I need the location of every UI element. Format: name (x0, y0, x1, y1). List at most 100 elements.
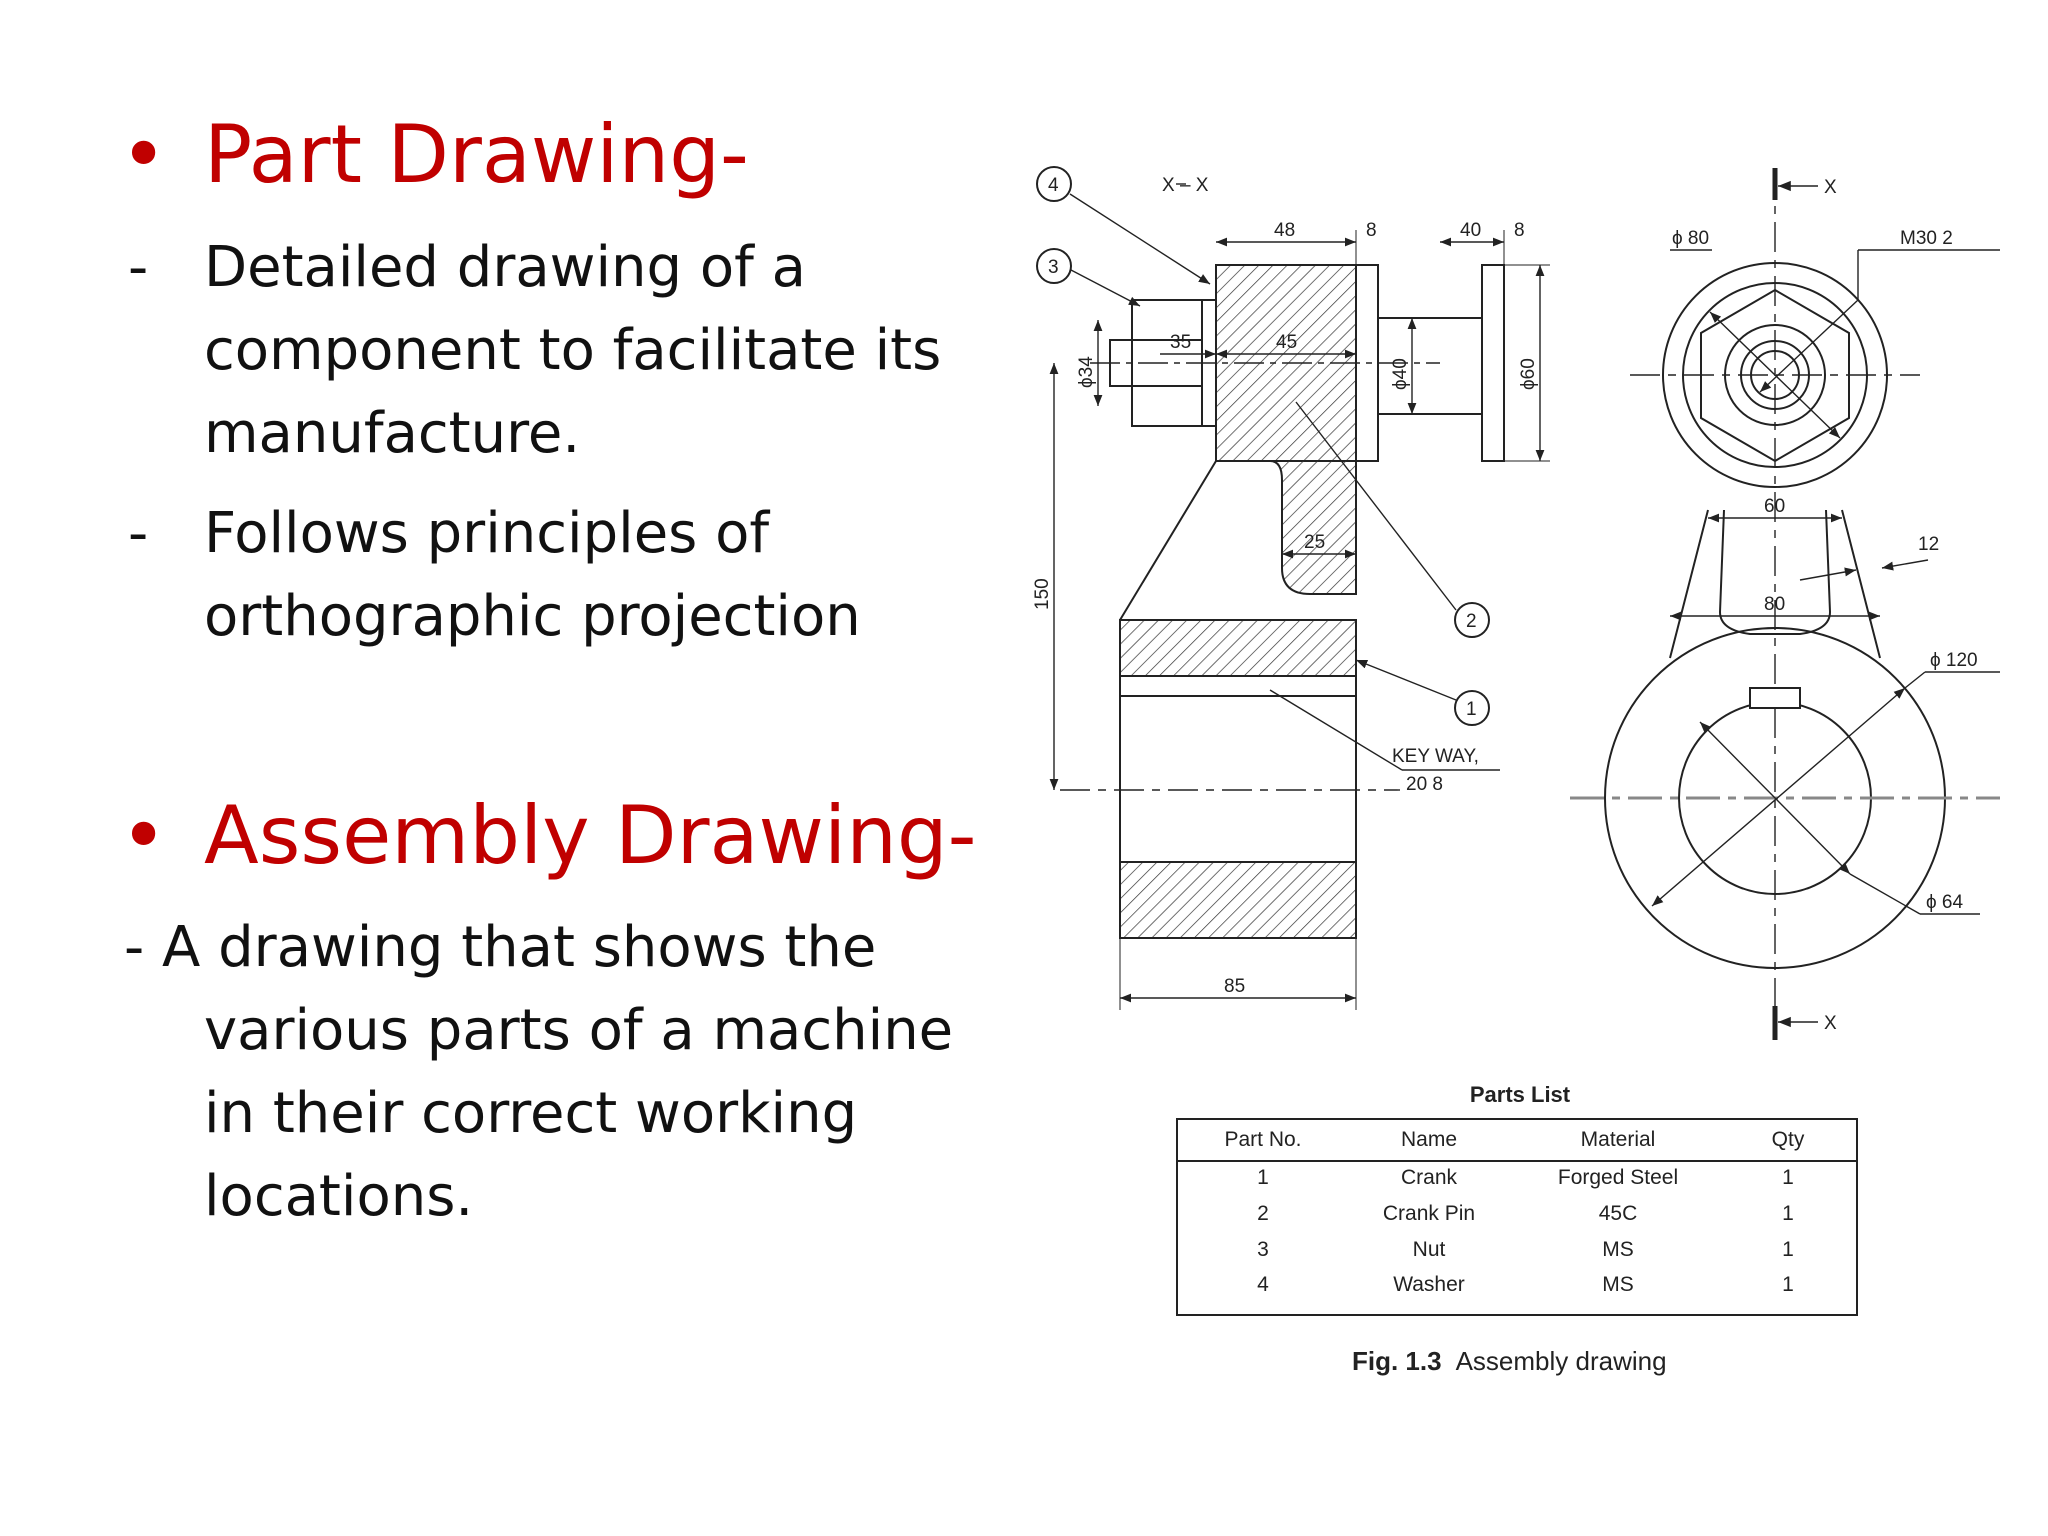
dim-line-phi120 (1651, 687, 1906, 907)
bullet-dot: • (120, 789, 168, 882)
assembly-paragraph: - A drawing that shows the various parts… (124, 906, 953, 1238)
callout-2-leader (1295, 401, 1457, 611)
assembly-line-1: - A drawing that shows the (124, 915, 877, 980)
part-drawing-heading: •Part Drawing- (120, 115, 749, 195)
row-3-material: MS (1602, 1238, 1634, 1261)
row-1-part-no: 1 (1257, 1166, 1269, 1189)
dim-line-phi80 (1709, 311, 1841, 439)
dim-12: 12 (1918, 534, 1939, 555)
dim-150: 150 (1032, 578, 1053, 610)
dim-phi80: ϕ 80 (1672, 228, 1709, 249)
row-2-qty: 1 (1782, 1202, 1794, 1225)
callout-4-circle (1036, 166, 1072, 202)
callout-4-leader (1069, 193, 1211, 285)
assembly-drawing-figure: X – X 4 3 2 1 48 8 40 8 35 45 ϕ34 ϕ40 ϕ6… (1032, 166, 2000, 1040)
row-3-name: Nut (1412, 1238, 1446, 1261)
part-bullet-2-line-1: Follows principles of (204, 501, 770, 566)
dim-60: 60 (1764, 496, 1785, 517)
row-2-material: 45C (1598, 1202, 1638, 1225)
row-4-material: MS (1602, 1273, 1634, 1296)
callout-2-text: 2 (1466, 611, 1477, 632)
dim-40: 40 (1460, 220, 1481, 241)
row-2-name: Crank Pin (1382, 1202, 1476, 1225)
figure-caption: Fig. 1.3 Assembly drawing (1352, 1346, 1667, 1377)
keyway-side (1749, 687, 1801, 709)
arm-outer (1669, 509, 1881, 659)
row-4-name: Washer (1393, 1273, 1465, 1296)
part-bullet-2-line-2: orthographic projection (204, 584, 861, 649)
part-bullet-1-line-2: component to facilitate its (204, 318, 942, 383)
dim-line-m30 (1759, 299, 1859, 393)
bullet-dash: - (128, 501, 149, 566)
pin-collar-end (1481, 264, 1505, 462)
assembly-drawing-heading: •Assembly Drawing- (120, 796, 977, 876)
dim-phi60: ϕ60 (1518, 358, 1539, 390)
part-bullet-1-line-3: manufacture. (204, 401, 581, 466)
callout-4-text: 4 (1048, 175, 1059, 196)
assembly-drawing-title: Assembly Drawing- (204, 789, 977, 882)
bullet-dot: • (120, 108, 168, 201)
header-qty: Qty (1771, 1128, 1805, 1151)
phi120-leader (1904, 671, 1926, 689)
dim-m30: M30 2 (1900, 228, 1953, 249)
assembly-line-4: locations. (204, 1164, 474, 1229)
dim-35: 35 (1170, 332, 1191, 353)
dim-45: 45 (1276, 332, 1297, 353)
keyway-slot (1119, 675, 1357, 697)
dim-8b: 8 (1514, 220, 1525, 241)
part-bullet-1: - Detailed drawing of a component to fac… (128, 226, 942, 475)
callout-3-circle (1036, 248, 1072, 284)
crank-web-outline (1119, 460, 1217, 621)
dim-85: 85 (1224, 976, 1245, 997)
callout-3-leader (1070, 269, 1141, 307)
figure-caption-text: Assembly drawing (1455, 1346, 1667, 1376)
dim-25: 25 (1304, 532, 1325, 553)
row-3-part-no: 3 (1257, 1238, 1269, 1261)
part-bullet-2: - Follows principles of orthographic pro… (128, 492, 861, 658)
callout-2-circle (1454, 602, 1490, 638)
callout-1-text: 1 (1466, 699, 1477, 720)
row-4-part-no: 4 (1257, 1273, 1269, 1296)
hub-lower-section (1119, 861, 1357, 939)
figure-number: Fig. 1.3 (1352, 1346, 1442, 1376)
dim-phi40: ϕ40 (1390, 358, 1411, 390)
x-marker-top: X (1824, 177, 1837, 198)
nut-hexagon (1700, 288, 1850, 463)
part-bullet-1-line-1: Detailed drawing of a (204, 235, 806, 300)
x-marker-bottom: X (1824, 1013, 1837, 1034)
header-material: Material (1580, 1128, 1656, 1151)
section-label: X – X (1162, 175, 1209, 196)
keyway-leader (1269, 689, 1403, 771)
dim-48: 48 (1274, 220, 1295, 241)
row-1-name: Crank (1400, 1166, 1458, 1189)
callout-1-leader (1355, 659, 1457, 701)
header-part-no: Part No. (1224, 1128, 1302, 1151)
dim-phi64: ϕ 64 (1926, 892, 1963, 913)
dim-phi34: ϕ34 (1076, 356, 1097, 388)
hub-upper-section (1119, 619, 1357, 677)
header-name: Name (1400, 1128, 1458, 1151)
parts-list-header-row: Part No. Name Material Qty (1178, 1120, 1856, 1162)
callout-1-circle (1454, 690, 1490, 726)
dim-line-12a (1799, 567, 1857, 581)
keyway-label: KEY WAY, (1392, 746, 1479, 767)
dim-phi120: ϕ 120 (1930, 650, 1978, 671)
part-drawing-title: Part Drawing- (204, 108, 749, 201)
bullet-dash: - (128, 235, 149, 300)
row-4-qty: 1 (1782, 1273, 1794, 1296)
assembly-line-2: various parts of a machine (204, 998, 954, 1063)
callout-3-text: 3 (1048, 257, 1059, 278)
row-3-qty: 1 (1782, 1238, 1794, 1261)
parts-list-title: Parts List (1469, 1082, 1571, 1107)
dim-line-12b (1881, 559, 1929, 571)
dim-8a: 8 (1366, 220, 1377, 241)
phi64-leader (1849, 873, 1921, 915)
dim-80: 80 (1764, 594, 1785, 615)
assembly-line-3: in their correct working (204, 1081, 858, 1146)
row-1-qty: 1 (1782, 1166, 1794, 1189)
parts-list-table: Part No. Name Material Qty 1 Crank Forge… (1176, 1118, 1858, 1316)
row-2-part-no: 2 (1257, 1202, 1269, 1225)
row-1-material: Forged Steel (1557, 1166, 1679, 1189)
keyway-dims: 20 8 (1406, 774, 1443, 795)
